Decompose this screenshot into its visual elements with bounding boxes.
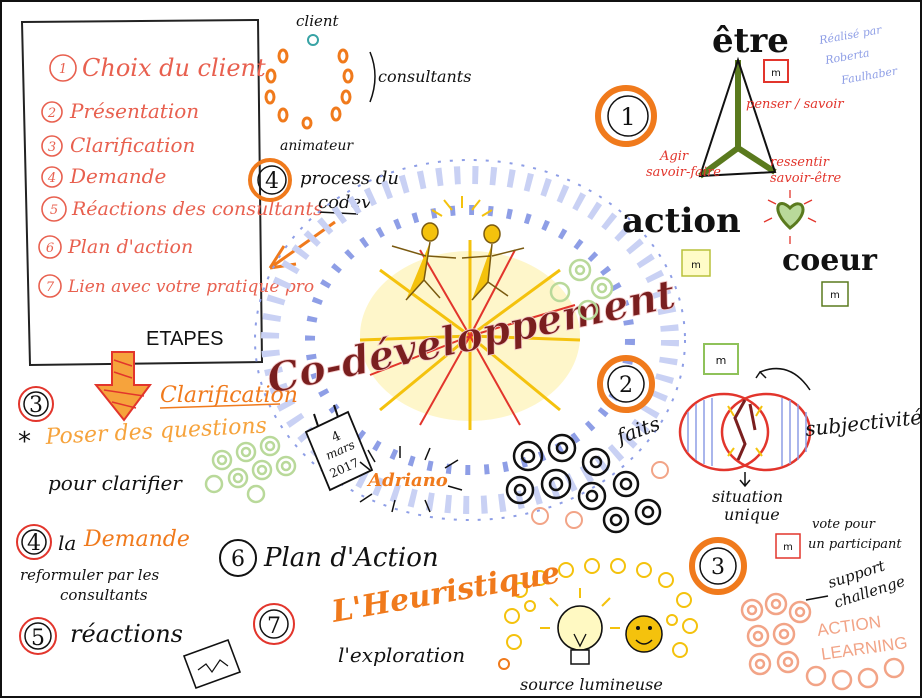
step-7: Lien avec votre pratique pro — [67, 277, 314, 297]
svg-text:la: la — [58, 531, 76, 555]
svg-text:5: 5 — [50, 203, 58, 218]
source-lumineuse-swirls — [504, 558, 698, 658]
svg-text:3: 3 — [48, 140, 56, 155]
situation-label-2: unique — [724, 505, 780, 524]
step-6: Plan d'action — [67, 236, 193, 258]
faits-salmon-swirls — [531, 461, 669, 529]
pour-clarifier: pour clarifier — [48, 471, 183, 495]
svg-text:7: 7 — [267, 614, 281, 639]
svg-text:m: m — [783, 542, 793, 553]
light-bulb-icon — [540, 588, 620, 665]
step-5-section: 5 réactions — [19, 617, 183, 655]
number-3-badge: 3 — [689, 537, 747, 595]
svg-text:4: 4 — [47, 171, 56, 186]
document-sketch-icon — [182, 638, 242, 690]
consultants-circle-diagram: client consultants animateur — [264, 12, 471, 154]
sticky-note-etre: m — [763, 59, 789, 83]
calendar-icon: 4 mars 2017 — [304, 404, 374, 492]
svg-text:m: m — [691, 260, 701, 271]
green-swirl-cluster-right — [549, 258, 614, 321]
number-2-badge: 2 — [597, 355, 655, 413]
vote-label-2: un participant — [808, 537, 902, 552]
plan-action-label: Plan d'Action — [263, 543, 439, 573]
svg-text:m: m — [830, 290, 840, 301]
step-4: Demande — [69, 164, 166, 188]
adriano-badge: Adriano — [359, 446, 463, 513]
consultants-label: consultants — [378, 67, 471, 86]
down-arrow-icon — [93, 351, 152, 422]
sunburst-top — [431, 196, 493, 217]
exploration-label: l'exploration — [338, 643, 465, 667]
coeur-label: coeur — [782, 243, 878, 278]
demande-heading: Demande — [83, 527, 190, 552]
center-bubble-cloud — [254, 159, 686, 521]
reformuler-2: consultants — [60, 586, 148, 604]
svg-text:4: 4 — [265, 169, 279, 194]
sticky-note-vote: m — [775, 533, 801, 559]
svg-text:2: 2 — [47, 106, 56, 121]
adriano-label: Adriano — [366, 470, 448, 491]
svg-text:1: 1 — [620, 103, 635, 131]
svg-text:4: 4 — [27, 531, 41, 556]
etre-label: être — [712, 21, 789, 61]
reactions-label: réactions — [70, 620, 183, 648]
orange-dot — [498, 658, 510, 670]
animator-label: animateur — [280, 138, 354, 154]
step-6-section: 6 Plan d'Action — [219, 539, 439, 577]
sticky-note-coeur: m — [821, 281, 849, 307]
subjectivity-venn — [678, 367, 812, 472]
sticky-note-center: m — [703, 343, 739, 375]
number-1-badge: 1 — [595, 85, 657, 147]
svg-text:ressentir: ressentir — [770, 155, 830, 170]
process-label-1: process du — [300, 168, 399, 189]
svg-text:m: m — [716, 354, 727, 367]
sticky-note-action: m — [681, 249, 711, 277]
svg-text:Agir: Agir — [659, 149, 689, 164]
steps-box: 1 2 3 4 5 6 7 Choix du client Présentation Cl… — [20, 18, 323, 367]
svg-text:3: 3 — [711, 555, 725, 580]
svg-text:3: 3 — [29, 393, 43, 418]
svg-text:6: 6 — [231, 547, 245, 572]
arrow-down-small-icon — [739, 472, 751, 488]
svg-text:savoir-être: savoir-être — [770, 171, 841, 186]
source-label: source lumineuse — [520, 675, 663, 694]
client-label: client — [296, 12, 340, 30]
svg-text:1: 1 — [59, 62, 67, 77]
step-3: Clarification — [70, 133, 195, 157]
dancing-figures-icon — [391, 222, 525, 301]
smiley-face-icon — [625, 615, 663, 653]
steps-footer: ETAPES — [146, 328, 223, 350]
svg-text:6: 6 — [46, 241, 54, 256]
action-label: action — [622, 201, 741, 241]
vote-label-1: vote pour — [812, 517, 876, 532]
step-2: Présentation — [69, 99, 199, 123]
step-5: Réactions des consultants — [71, 198, 323, 220]
svg-text:5: 5 — [31, 626, 45, 651]
svg-text:savoir-faire: savoir-faire — [646, 165, 721, 180]
etre-action-coeur-triangle: être penser / savoir Agir savoir-faire r… — [622, 21, 899, 278]
step-4-section: 4 la Demande reformuler par les consulta… — [16, 524, 190, 604]
process-label-2: codev — [318, 192, 371, 213]
heart-icon — [763, 190, 817, 244]
reformuler-1: reformuler par les — [20, 566, 159, 584]
process-codev: 4 process du codev — [248, 158, 399, 270]
green-swirl-cluster-left — [204, 435, 297, 504]
action-learning-swirls — [740, 592, 905, 691]
svg-text:2: 2 — [619, 373, 633, 398]
svg-text:penser / savoir: penser / savoir — [746, 97, 844, 112]
svg-text:7: 7 — [46, 280, 55, 295]
situation-label-1: situation — [712, 487, 783, 506]
svg-text:*: * — [18, 427, 31, 457]
faits-swirl-cluster — [505, 433, 662, 534]
step-1: Choix du client — [82, 54, 266, 82]
svg-text:m: m — [771, 68, 781, 79]
